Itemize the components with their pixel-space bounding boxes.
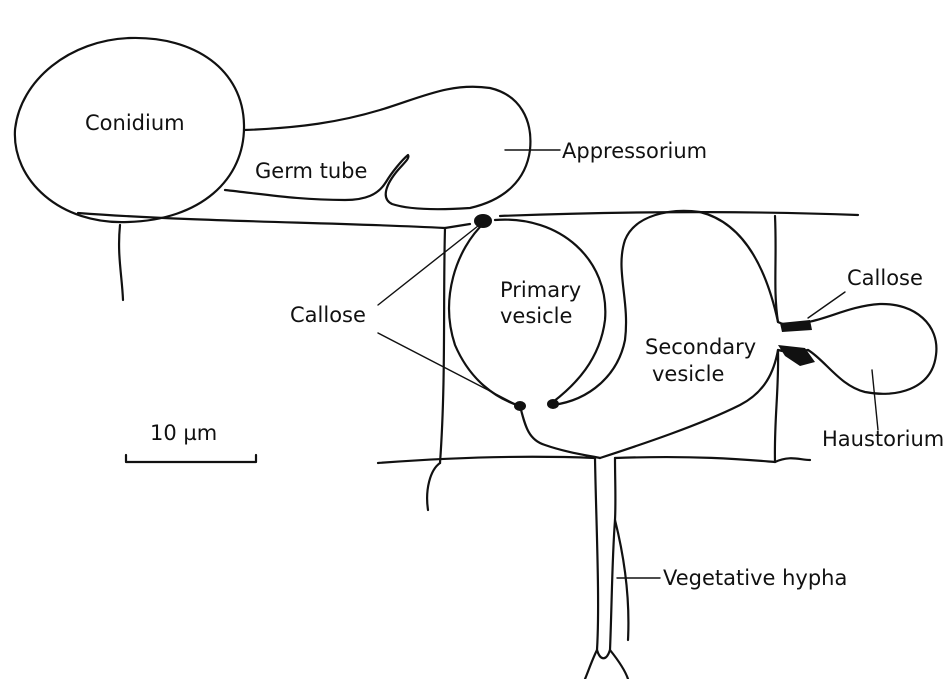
label-germ-tube: Germ tube	[255, 159, 367, 183]
callose-deposit-primary-right	[547, 399, 559, 409]
germ-tube-appressorium	[225, 87, 530, 209]
host-cell-walls	[78, 212, 858, 510]
callose-deposit-primary-left	[514, 401, 526, 411]
label-secondary-vesicle-line2: vesicle	[652, 362, 724, 386]
label-primary-vesicle-line2: vesicle	[500, 304, 572, 328]
label-vegetative-hypha: Vegetative hypha	[663, 566, 847, 590]
label-appressorium: Appressorium	[562, 139, 707, 163]
callose-deposit-appressorium	[474, 214, 492, 228]
callose-deposit-haustorium-top	[780, 320, 812, 332]
label-haustorium: Haustorium	[822, 427, 944, 451]
label-secondary-vesicle-line1: Secondary	[645, 335, 756, 359]
callose-deposit-haustorium-bottom	[778, 345, 815, 366]
label-callose-left: Callose	[290, 303, 366, 327]
scale-bar	[126, 455, 256, 462]
label-callose-right: Callose	[847, 266, 923, 290]
primary-vesicle	[449, 222, 600, 458]
label-primary-vesicle-line1: Primary	[500, 278, 581, 302]
vegetative-hypha	[595, 458, 615, 658]
label-scale-bar: 10 µm	[150, 421, 217, 445]
haustorium	[808, 304, 936, 394]
label-conidium: Conidium	[85, 111, 185, 135]
